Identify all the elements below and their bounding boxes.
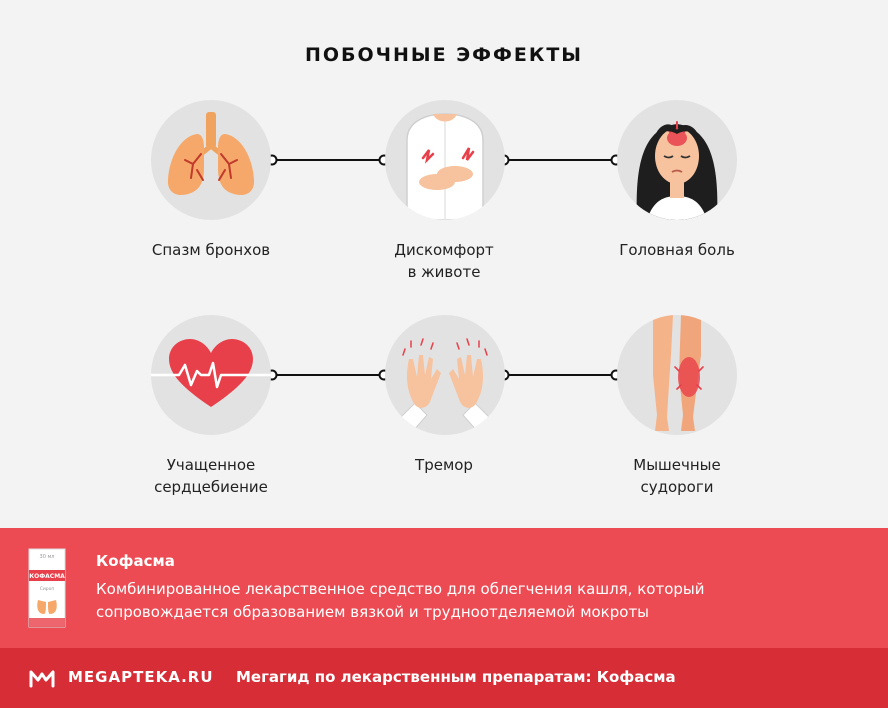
megapteka-logo-text[interactable]: MEGAPTEKA.RU (68, 668, 214, 686)
heartbeat-icon (151, 315, 271, 435)
leg-cramp-icon (617, 315, 737, 435)
svg-text:30 мл: 30 мл (40, 554, 55, 560)
effect-label-stomach-discomfort: Дискомфорт в животе (394, 241, 494, 281)
effect-label-tremor: Тремор (415, 456, 473, 474)
lungs-icon (151, 100, 271, 220)
svg-text:КОФАСМА: КОФАСМА (29, 573, 65, 580)
headache-icon (617, 100, 737, 220)
stomach-pain-icon (385, 100, 505, 220)
effect-label-muscle-cramps: Мышечные судороги (633, 456, 721, 496)
connector-line-2 (498, 154, 622, 166)
effect-label-headache: Головная боль (619, 241, 735, 259)
connector-line-1 (266, 154, 390, 166)
page-title: ПОБОЧНЫЕ ЭФФЕКТЫ (304, 44, 583, 66)
product-name: Кофасма (96, 552, 175, 570)
effect-label-tachycardia: Учащенное сердцебиение (154, 456, 268, 496)
product-box-image: 30 мл КОФАСМА Сироп (28, 548, 66, 628)
connector-line-3 (266, 369, 390, 381)
megapteka-logo-icon[interactable] (28, 664, 56, 692)
connector-line-4 (498, 369, 622, 381)
effect-label-bronchospasm: Спазм бронхов (151, 241, 271, 259)
product-banner (0, 528, 888, 648)
tremor-hands-icon (385, 315, 505, 435)
footer-tagline: Мегагид по лекарственным препаратам: Коф… (236, 668, 676, 686)
svg-text:Сироп: Сироп (40, 586, 55, 592)
footer-bar (0, 648, 888, 708)
product-description: Комбинированное лекарственное средство д… (96, 580, 705, 621)
